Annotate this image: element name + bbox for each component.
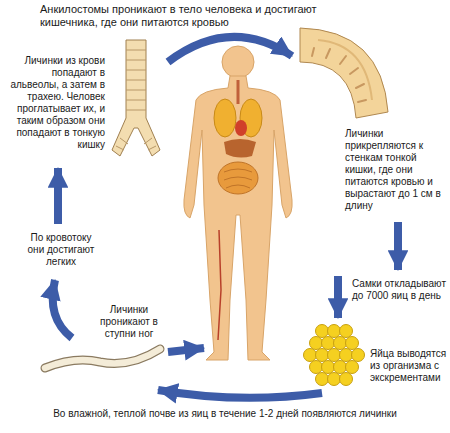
stage-note: Личинки из крови попадают в альвеолы, а …	[3, 55, 105, 151]
stage-note: По кровотоку они достигают легких	[22, 232, 100, 268]
human-figure	[184, 46, 292, 360]
stage-note: Анкилостомы проникают в тело человека и …	[40, 3, 340, 29]
trachea-picture	[112, 40, 160, 156]
intestine-picture	[300, 28, 388, 118]
stage-note: Во влажной, теплой почве из яиц в течени…	[0, 408, 450, 420]
stage-note: Личинки прикрепляются к стенкам тонкой к…	[345, 128, 448, 212]
stage-note: Самки откладывают до 7000 яиц в день	[352, 278, 448, 302]
egg-cluster	[304, 325, 365, 386]
larva-picture	[45, 349, 160, 368]
stage-note: Личинки проникают в ступни ног	[92, 304, 166, 340]
stage-note: Яйца выводятся из организма с экскремент…	[370, 348, 448, 384]
